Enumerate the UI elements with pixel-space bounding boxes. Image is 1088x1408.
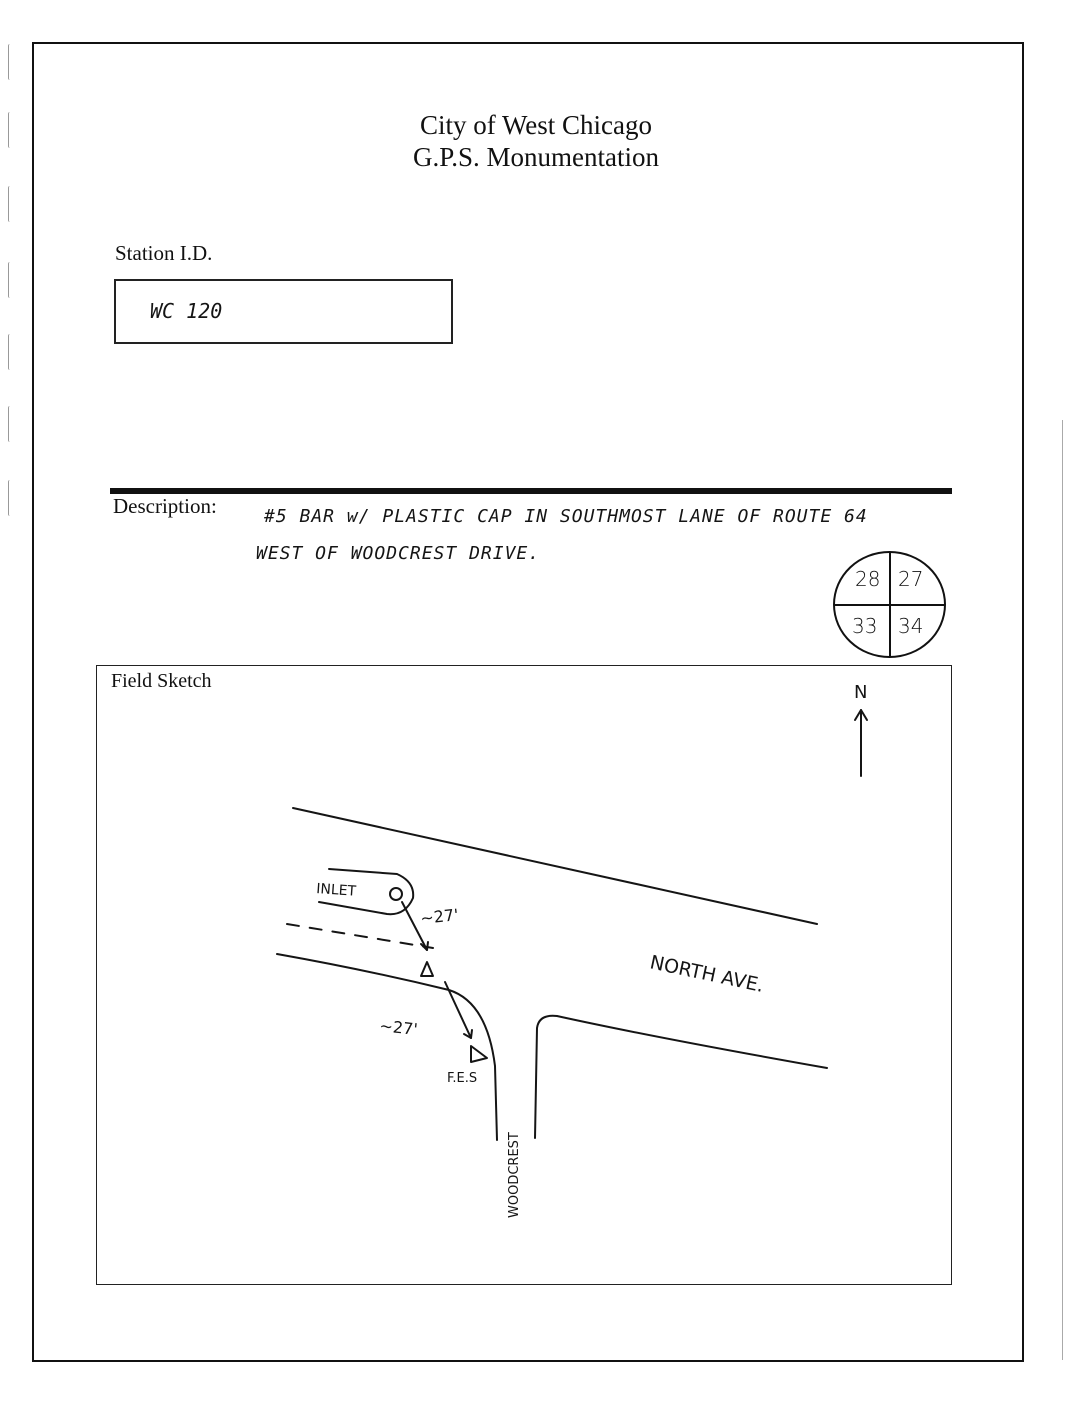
scan-edge-mark — [8, 44, 13, 80]
section-diagram: 28 27 33 34 — [833, 551, 946, 658]
description-label: Description: — [113, 494, 217, 518]
section-divider — [110, 488, 952, 494]
scan-right-edge — [1062, 420, 1063, 1360]
station-id-value: WC 120 — [150, 299, 223, 323]
page-border — [32, 42, 1024, 1362]
north-label: N — [854, 682, 867, 703]
inlet-tie-arrowhead — [420, 941, 429, 951]
station-id-box: WC 120 — [114, 279, 453, 344]
inlet-tie-line — [401, 901, 428, 951]
section-number: 34 — [898, 614, 924, 638]
scan-edge-mark — [8, 334, 13, 370]
fes-tie-arrowhead — [463, 1029, 473, 1039]
section-number: 27 — [898, 567, 924, 591]
inlet-circle-icon — [389, 887, 403, 901]
woodcrest-label: WOODCREST — [507, 1132, 522, 1218]
fes-label: F.E.S — [447, 1071, 477, 1086]
section-number: 28 — [855, 567, 881, 591]
section-divider-vertical — [889, 553, 891, 656]
north-ave-label: NORTH AVE. — [648, 951, 766, 997]
scan-edge-mark — [8, 406, 13, 442]
monument-triangle-icon — [420, 961, 434, 977]
scan-edge-mark — [8, 186, 13, 222]
field-sketch-label: Field Sketch — [111, 670, 212, 692]
station-id-label: Station I.D. — [115, 241, 213, 265]
woodcrest-east-edge — [534, 1014, 828, 1139]
inlet-outline — [318, 868, 415, 916]
north-ave-south-edge — [276, 953, 498, 1141]
lane-dashed-line — [286, 923, 434, 949]
document-subtitle: G.P.S. Monumentation — [412, 142, 660, 172]
fes-distance-label: ~27' — [379, 1016, 419, 1039]
inlet-label: INLET — [316, 881, 357, 900]
north-arrow-head — [854, 709, 868, 721]
fes-tie-line — [444, 981, 472, 1039]
north-ave-north-edge — [292, 807, 818, 925]
scan-edge-mark — [8, 262, 13, 298]
fes-triangle-icon — [470, 1045, 488, 1063]
field-sketch-box: Field Sketch N INLET ~27' ~27' F.E.S NOR… — [96, 665, 952, 1285]
field-sketch-drawing: N INLET ~27' ~27' F.E.S NORTH AVE. WOODC… — [276, 682, 868, 1218]
scan-edge-mark — [8, 112, 13, 148]
description-line-1: #5 BAR w/ PLASTIC CAP IN SOUTHMOST LANE … — [264, 506, 868, 527]
section-number: 33 — [852, 614, 878, 638]
scan-edge-mark — [8, 480, 13, 516]
description-line-2: WEST OF WOODCREST DRIVE. — [256, 543, 541, 564]
inlet-distance-label: ~27' — [419, 905, 459, 928]
document-title: City of West Chicago — [419, 110, 653, 140]
